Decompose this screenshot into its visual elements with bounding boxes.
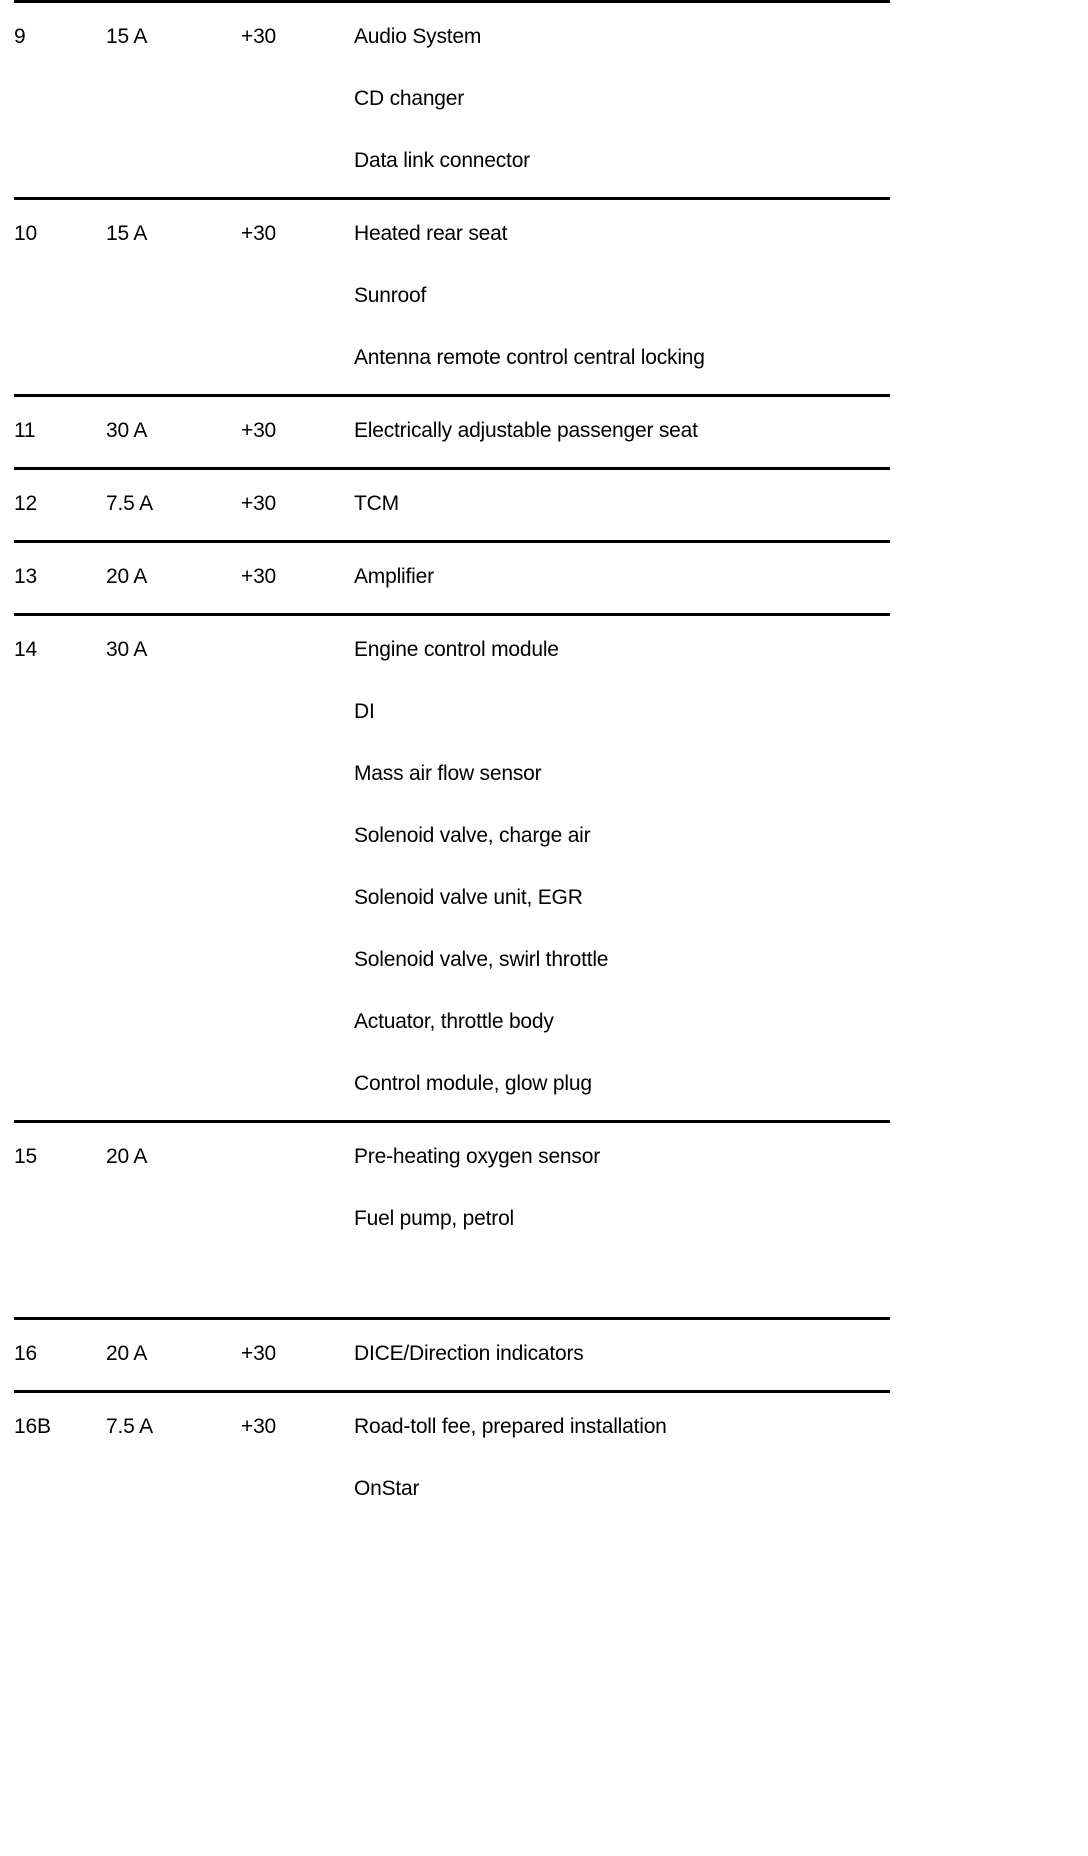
description-line: Mass air flow sensor: [354, 762, 542, 785]
fuse-circuit-cell: +30: [241, 222, 277, 245]
description-line: Sunroof: [354, 284, 427, 307]
table-row: 13 20 A +30 Amplifier: [14, 543, 890, 613]
description-line: Amplifier: [354, 565, 434, 588]
description-line: Fuel pump, petrol: [354, 1207, 515, 1230]
fuse-number-cell: 9: [14, 25, 26, 48]
table-row: 12 7.5 A +30 TCM: [14, 470, 890, 540]
row-divider: [14, 1120, 890, 1123]
description-line: Engine control module: [354, 638, 559, 661]
fuse-rating-cell: 7.5 A: [106, 492, 153, 515]
description-line: Solenoid valve, swirl throttle: [354, 948, 609, 971]
fuse-number-cell: 14: [14, 638, 37, 661]
fuse-number-cell: 16: [14, 1342, 37, 1365]
description-line: Electrically adjustable passenger seat: [354, 419, 698, 442]
fuse-circuit-cell: +30: [241, 565, 277, 588]
description-line: Solenoid valve unit, EGR: [354, 886, 583, 909]
fuse-number-cell: 12: [14, 492, 37, 515]
description-line: DI: [354, 700, 375, 723]
fuse-circuit-cell: +30: [241, 25, 277, 48]
description-trailing-gap: [354, 1229, 890, 1291]
fuse-circuit-cell: [241, 1146, 354, 1291]
fuse-number-cell: 11: [14, 419, 36, 442]
description-line: DICE/Direction indicators: [354, 1342, 584, 1365]
row-divider: [14, 1390, 890, 1393]
fuse-description-cell: DICE/Direction indicators: [354, 1343, 890, 1364]
description-line: TCM: [354, 492, 399, 515]
fuse-circuit-cell: +30: [241, 1415, 277, 1438]
fuse-number-cell: 15: [14, 1145, 37, 1168]
row-divider: [14, 467, 890, 470]
description-line: OnStar: [354, 1477, 420, 1500]
fuse-description-cell: Amplifier: [354, 566, 890, 587]
description-line: Actuator, throttle body: [354, 1010, 554, 1033]
fuse-rating-cell: 15 A: [106, 222, 148, 245]
description-line: CD changer: [354, 87, 465, 110]
fuse-rating-cell: 30 A: [106, 638, 148, 661]
fuse-circuit-cell: +30: [241, 492, 277, 515]
description-line: Data link connector: [354, 149, 530, 172]
description-line: Solenoid valve, charge air: [354, 824, 591, 847]
fuse-circuit-cell: [241, 639, 354, 1094]
row-divider: [14, 0, 890, 3]
fuse-rating-cell: 20 A: [106, 565, 148, 588]
description-line: Heated rear seat: [354, 222, 508, 245]
row-divider: [14, 613, 890, 616]
fuse-number-cell: 16B: [14, 1415, 51, 1438]
description-line: Pre-heating oxygen sensor: [354, 1145, 600, 1168]
description-line: Control module, glow plug: [354, 1072, 592, 1095]
fuse-circuit-cell: +30: [241, 419, 277, 442]
fuse-rating-cell: 7.5 A: [106, 1415, 153, 1438]
fuse-rating-cell: 15 A: [106, 25, 148, 48]
row-divider: [14, 394, 890, 397]
fuse-rating-cell: 30 A: [106, 419, 148, 442]
table-row: 11 30 A +30 Electrically adjustable passeng…: [14, 397, 890, 467]
table-row: 16B 7.5 A +30 Road-toll fee, prepared insta…: [14, 1393, 890, 1525]
fuse-number-cell: 10: [14, 222, 37, 245]
description-line: Road-toll fee, prepared installation: [354, 1415, 667, 1438]
row-divider: [14, 1317, 890, 1320]
fuse-circuit-cell: +30: [241, 1342, 277, 1365]
fuse-number-cell: 13: [14, 565, 37, 588]
fuse-description-cell: TCM: [354, 493, 890, 514]
fuse-rating-cell: 20 A: [106, 1145, 148, 1168]
row-divider: [14, 197, 890, 200]
description-line: Antenna remote control central locking: [354, 346, 705, 369]
fuse-rating-cell: 20 A: [106, 1342, 148, 1365]
fuse-description-cell: Electrically adjustable passenger seat: [354, 420, 890, 441]
description-line: Audio System: [354, 25, 482, 48]
row-divider: [14, 540, 890, 543]
table-row: 16 20 A +30 DICE/Direction indicators: [14, 1320, 890, 1390]
